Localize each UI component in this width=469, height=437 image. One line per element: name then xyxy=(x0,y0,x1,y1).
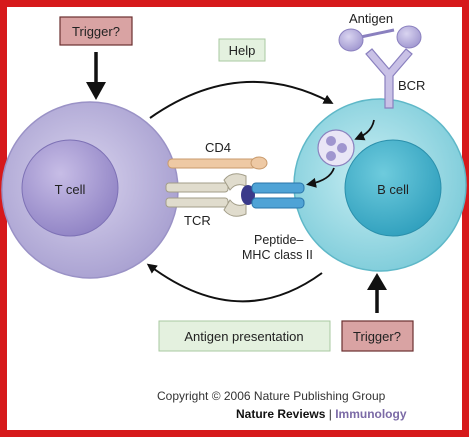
copyright-text: Copyright © 2006 Nature Publishing Group xyxy=(157,389,386,403)
cd4-molecule xyxy=(167,156,268,170)
b-cell: B cell xyxy=(293,98,467,272)
help-box xyxy=(218,38,266,62)
antigen-presentation-label: Antigen presentation xyxy=(184,329,303,344)
presentation-arrow xyxy=(306,167,335,188)
t-cell-label: T cell xyxy=(55,182,86,197)
b-cell-label: B cell xyxy=(377,182,409,197)
antigen-fragment xyxy=(337,143,347,153)
endosome xyxy=(317,129,355,167)
journal-section: Immunology xyxy=(335,407,407,421)
trigger-box-right xyxy=(341,320,414,352)
help-label: Help xyxy=(229,43,256,58)
help-arrow xyxy=(149,81,334,119)
journal-separator: | xyxy=(328,407,332,421)
antigen-molecule xyxy=(338,25,422,52)
antigen-icon xyxy=(396,25,422,49)
antigen-icon xyxy=(338,28,364,52)
antigen-fragment xyxy=(326,136,336,146)
trigger-box-left xyxy=(59,16,133,46)
internalization-arrow xyxy=(354,119,375,141)
bcr-receptor xyxy=(365,48,413,109)
trigger-label-right: Trigger? xyxy=(353,329,401,344)
tcr-label: TCR xyxy=(184,213,211,228)
trigger-arrow-left-head xyxy=(86,82,106,100)
antigen-presentation-box xyxy=(158,320,331,352)
antigen-fragment xyxy=(326,151,336,161)
antigen-presentation-arrow xyxy=(146,263,323,303)
t-cell-nucleus xyxy=(21,139,119,237)
cd4-label: CD4 xyxy=(205,140,231,155)
t-cell: T cell xyxy=(1,101,179,279)
trigger-arrow-right-head xyxy=(367,273,387,290)
peptide-mhc-label-line2: MHC class II xyxy=(242,248,313,262)
tcr-molecule xyxy=(165,173,247,217)
peptide-mhc-class-ii xyxy=(241,182,305,209)
journal-credit: Nature Reviews | Immunology xyxy=(236,407,407,421)
peptide-mhc-label-line1: Peptide– xyxy=(254,233,303,247)
b-cell-nucleus xyxy=(344,139,442,237)
bcr-label: BCR xyxy=(398,78,425,93)
journal-name: Nature Reviews xyxy=(236,407,326,421)
antigen-label: Antigen xyxy=(349,11,393,26)
peptide xyxy=(241,185,255,205)
trigger-label-left: Trigger? xyxy=(72,24,120,39)
